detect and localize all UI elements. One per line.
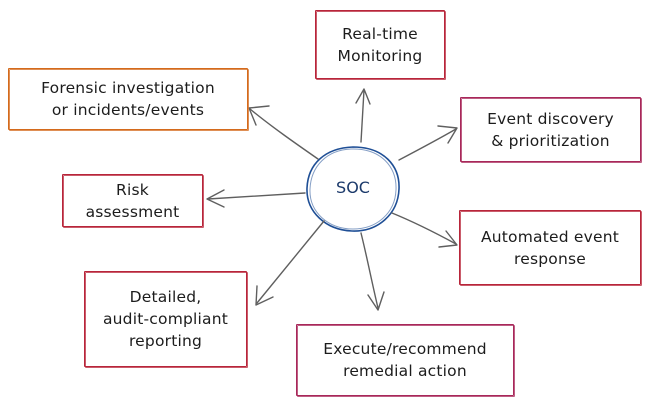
soc-hub-label: SOC — [336, 178, 370, 197]
node-label: Execute/recommend remedial action — [323, 340, 487, 380]
node-border-sketch — [461, 98, 642, 163]
soc-hub-outline-sketch — [309, 148, 397, 230]
node-border-sketch — [85, 272, 248, 368]
soc-hub — [306, 146, 400, 232]
node-border — [315, 10, 445, 79]
node-label: Real-time Monitoring — [337, 24, 423, 65]
node-border — [459, 210, 641, 285]
node-execute-recommend: Execute/recommend remedial action — [296, 324, 515, 397]
arrow-to-risk-assessment — [206, 189, 306, 208]
arrow-to-realtime-monitoring — [355, 88, 371, 143]
node-border — [296, 324, 514, 396]
node-border-sketch — [63, 175, 204, 228]
node-border — [8, 68, 248, 130]
node-label: Detailed, audit-compliant reporting — [102, 288, 229, 350]
node-event-discovery: Event discovery & prioritization — [460, 97, 642, 163]
node-border-sketch — [297, 325, 515, 397]
arrow-to-event-discovery — [398, 125, 458, 161]
soc-hub-outline — [306, 146, 400, 232]
node-border — [62, 174, 203, 227]
node-label: Forensic investigation or incidents/even… — [41, 79, 215, 119]
arrow-to-forensic-investigation — [248, 105, 319, 160]
node-automated-response: Automated event response — [459, 210, 642, 286]
node-border — [460, 97, 641, 162]
node-realtime-monitoring: Real-time Monitoring — [315, 10, 446, 80]
node-forensic-investigation: Forensic investigation or incidents/even… — [8, 68, 249, 131]
node-border — [84, 271, 247, 367]
node-label: Event discovery & prioritization — [487, 109, 614, 150]
arrows — [206, 88, 458, 311]
node-risk-assessment: Risk assessment — [62, 174, 204, 228]
arrow-to-execute-recommend — [360, 232, 385, 311]
node-border-sketch — [460, 211, 642, 286]
node-detailed-reporting: Detailed, audit-compliant reporting — [84, 271, 248, 368]
node-label: Risk assessment — [85, 180, 180, 221]
arrow-to-automated-response — [391, 212, 458, 248]
node-border-sketch — [316, 11, 446, 80]
node-label: Automated event response — [480, 227, 620, 268]
node-border-sketch — [9, 69, 249, 131]
arrow-to-detailed-reporting — [255, 220, 325, 306]
